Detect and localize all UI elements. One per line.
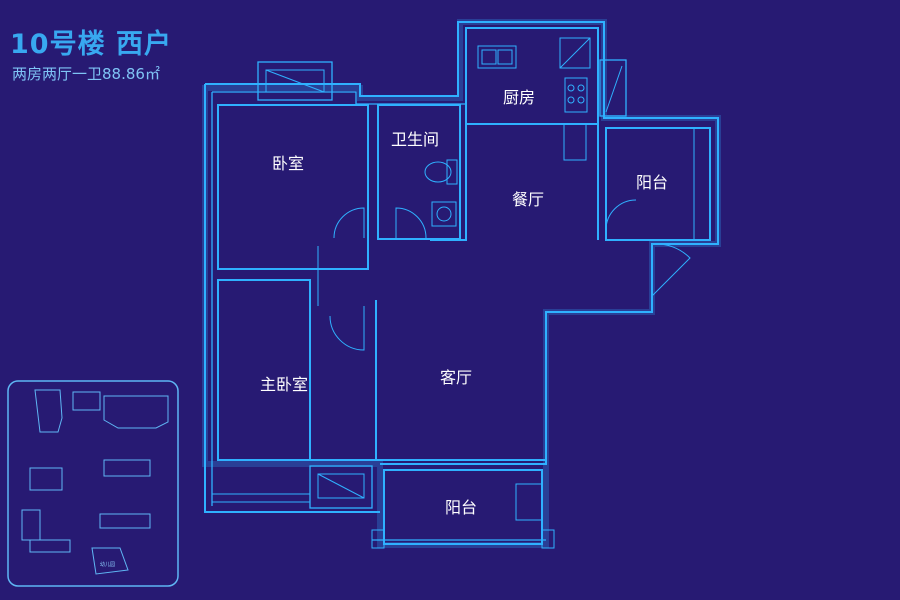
room-label-kitchen: 厨房 (503, 88, 535, 107)
floor-plan-walls (202, 19, 721, 549)
room-label-master-bedroom: 主卧室 (260, 375, 308, 394)
room-label-dining: 餐厅 (512, 190, 544, 209)
plan-title: 10号楼 西户 (10, 29, 172, 60)
room-label-bedroom: 卧室 (272, 154, 304, 173)
room-label-living: 客厅 (440, 368, 472, 387)
room-label-bathroom: 卫生间 (391, 130, 439, 149)
room-label-balcony-east: 阳台 (636, 173, 668, 192)
minimap-kindergarten-label: 幼儿园 (100, 561, 115, 568)
site-minimap: 幼儿园 (7, 380, 179, 587)
plan-subtitle: 两房两厅一卫88.86㎡ (12, 65, 160, 83)
room-label-balcony-south: 阳台 (445, 498, 477, 517)
